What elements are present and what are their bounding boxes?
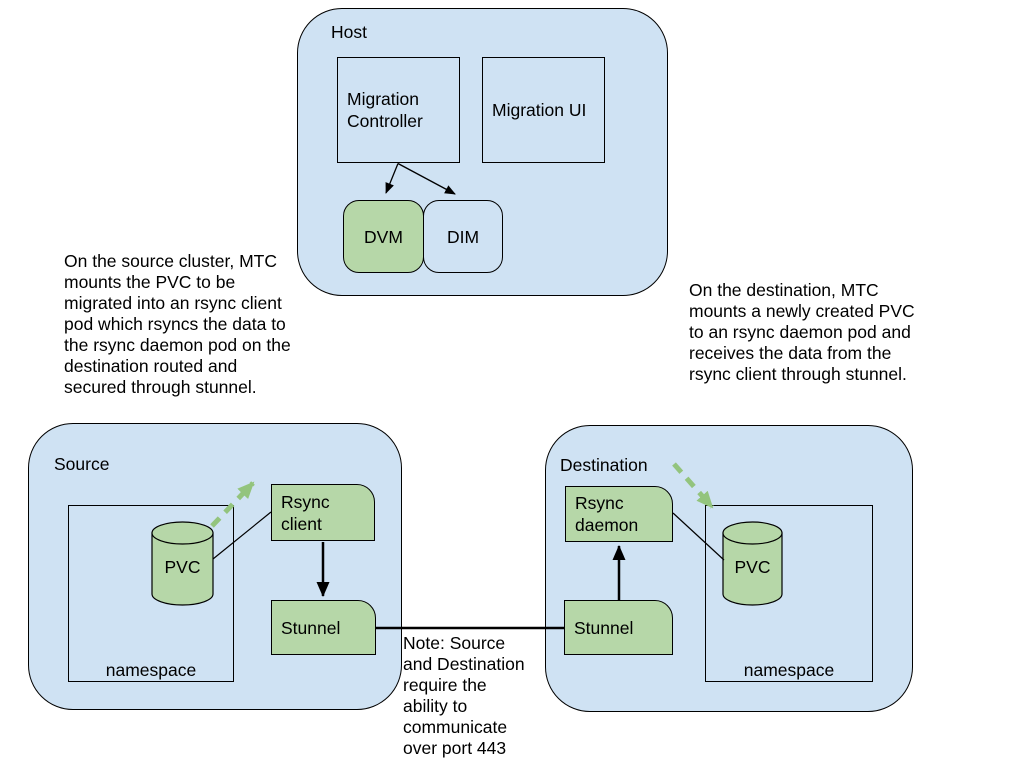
- rsync-client-box: Rsync client: [271, 484, 375, 541]
- source-pvc-label: PVC: [164, 557, 201, 577]
- source-stunnel-box: Stunnel: [271, 600, 376, 655]
- destination-namespace-label: namespace: [743, 660, 835, 680]
- source-label: Source: [54, 454, 110, 474]
- source-cluster: [28, 423, 402, 710]
- destination-stunnel-box: Stunnel: [564, 600, 673, 655]
- source-namespace-label: namespace: [105, 660, 197, 680]
- source-namespace-box: [68, 505, 234, 682]
- dim-box: DIM: [423, 200, 503, 273]
- destination-pvc-label: PVC: [734, 557, 771, 577]
- migration-controller-box: Migration Controller: [337, 57, 460, 163]
- dvm-box: DVM: [343, 200, 424, 273]
- port-annotation: Note: Source and Destination require the…: [403, 633, 525, 758]
- migration-ui-box: Migration UI: [482, 57, 605, 163]
- host-label: Host: [331, 22, 367, 42]
- source-annotation: On the source cluster, MTC mounts the PV…: [64, 251, 291, 397]
- destination-namespace-box: [705, 505, 873, 682]
- destination-label: Destination: [560, 455, 648, 475]
- rsync-daemon-box: Rsync daemon: [565, 486, 673, 542]
- destination-annotation: On the destination, MTC mounts a newly c…: [689, 280, 915, 384]
